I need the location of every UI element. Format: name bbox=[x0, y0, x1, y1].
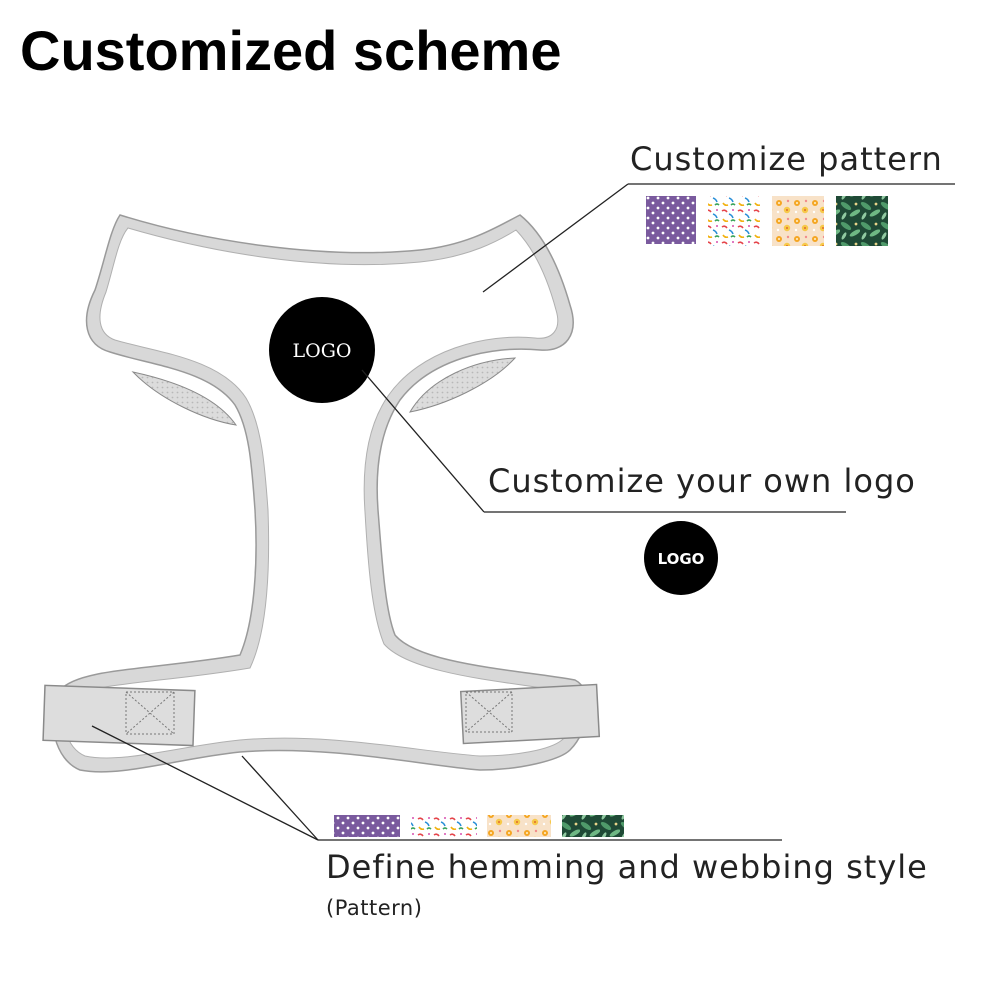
callout-lines bbox=[91, 183, 955, 841]
label-customize-pattern: Customize pattern bbox=[630, 140, 943, 178]
strip-confetti bbox=[411, 815, 477, 837]
webbing-strap-left bbox=[42, 684, 196, 747]
logo-badge-main-text: LOGO bbox=[293, 340, 352, 362]
callout-line-webbing bbox=[91, 725, 319, 841]
logo-badge-main: LOGO bbox=[269, 297, 375, 403]
pattern-swatches bbox=[646, 196, 888, 246]
label-hemming-webbing: Define hemming and webbing style bbox=[326, 848, 928, 886]
strip-polka-dot bbox=[334, 815, 400, 837]
callout-line-pattern bbox=[482, 183, 629, 293]
strip-tropical-leaves bbox=[562, 815, 624, 837]
harness-body bbox=[52, 214, 589, 773]
webbing-strap-right bbox=[459, 683, 601, 745]
callout-line-logo bbox=[361, 369, 485, 513]
swatch-confetti bbox=[708, 196, 760, 246]
swatch-floral bbox=[772, 196, 824, 246]
label-hemming-sub: (Pattern) bbox=[326, 896, 423, 920]
hemming-swatches bbox=[334, 815, 624, 837]
swatch-polka-dot bbox=[646, 196, 696, 244]
logo-badge-sample: LOGO bbox=[644, 521, 718, 595]
logo-badge-sample-text: LOGO bbox=[658, 550, 705, 568]
swatch-tropical-leaves bbox=[836, 196, 888, 246]
strip-floral bbox=[487, 815, 551, 837]
callout-line-hemming bbox=[241, 755, 319, 841]
page-title: Customized scheme bbox=[20, 19, 562, 82]
label-customize-logo: Customize your own logo bbox=[488, 462, 916, 500]
